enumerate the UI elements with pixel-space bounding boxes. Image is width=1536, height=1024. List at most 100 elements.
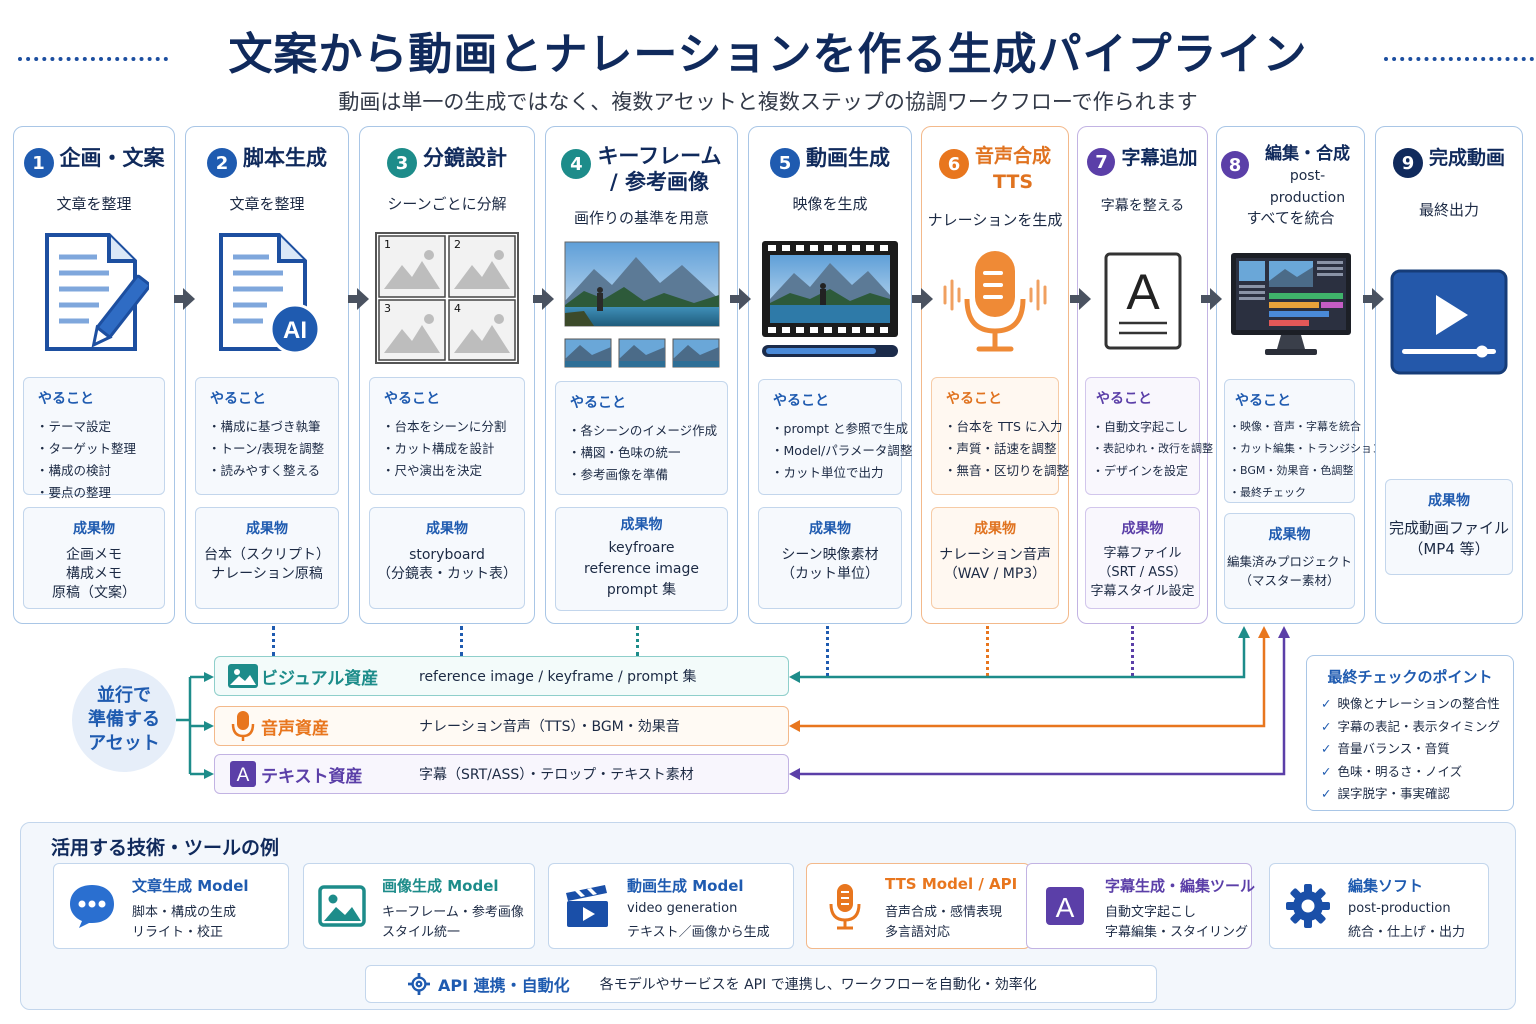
step-subtitle: 文章を整理: [229, 195, 305, 213]
step-number: 6: [938, 149, 969, 179]
tool-line: スタイル統一: [382, 925, 461, 940]
asset-desc: reference image / keyframe / prompt 集: [419, 669, 697, 685]
tool-letter: A: [1056, 892, 1075, 923]
flow-arrow: [348, 288, 369, 310]
panel-number: 2: [454, 238, 461, 251]
step-title: 動画生成: [806, 146, 890, 170]
check-icon: ✓: [1321, 741, 1332, 756]
step-title-line2: TTS: [992, 171, 1034, 193]
microphone-icon: [922, 247, 1068, 357]
gear-icon: [1282, 880, 1334, 932]
todo-heading: やること: [384, 391, 440, 407]
todo-item: 構図・色味の統一: [568, 442, 727, 464]
todo-item: 無音・区切りを調整: [944, 460, 1070, 482]
step-title: キーフレーム: [597, 144, 722, 168]
tool-card-editor: 編集ソフト post-production 統合・仕上げ・出力: [1269, 863, 1489, 949]
asset-audio: 音声資産 ナレーション音声（TTS）・BGM・効果音: [214, 706, 789, 746]
step-1: 1 企画・文案 文章を整理 やること テーマ設定 ターゲット整理 構成の検討 要…: [13, 126, 175, 624]
check-item: ✓音量バランス・音質: [1321, 741, 1450, 756]
connector-dotted: [1131, 626, 1134, 676]
microphone-icon: [225, 710, 261, 742]
todo-item: 声質・話速を調整: [944, 438, 1058, 460]
todo-item: カット構成を設計: [382, 438, 524, 460]
step-title-small: post-production: [1269, 168, 1346, 206]
step-number: 4: [561, 149, 592, 179]
todo-heading: やること: [1235, 393, 1291, 409]
tool-card-tts: TTS Model / API 音声合成・感情表現 多言語対応: [806, 863, 1030, 949]
asset-name: テキスト資産: [261, 766, 363, 787]
editing-monitor-icon: [1217, 251, 1364, 361]
todo-item: 映像・音声・字幕を統合: [1229, 416, 1361, 438]
todo-item: 表記ゆれ・改行を調整: [1092, 438, 1213, 460]
todo-item: BGM・効果音・色調整: [1229, 460, 1354, 482]
product-heading: 成果物: [809, 521, 851, 537]
connector-dotted: [460, 626, 463, 656]
tool-card-image-model: 画像生成 Model キーフレーム・参考画像 スタイル統一: [303, 863, 535, 949]
product-value: 編集済みプロジェクト （マスター素材）: [1226, 554, 1352, 588]
product-heading: 成果物: [246, 521, 288, 537]
step-7: 7 字幕追加 字幕を整える A やること 自動文字起こし 表記ゆれ・改行を調整 …: [1077, 126, 1213, 624]
step-8: 8 編集・合成 post-production すべてを統合 やること 映像・音…: [1216, 126, 1383, 624]
check-icon: ✓: [1321, 718, 1332, 734]
product-box: 成果物 完成動画ファイル （MP4 等）: [1385, 479, 1513, 575]
keyframe-image-icon: [546, 241, 737, 373]
todo-item: カット編集・トランジション: [1229, 438, 1383, 460]
final-check-title: 最終チェックのポイント: [1327, 668, 1493, 686]
tool-name: 字幕生成・編集ツール: [1105, 877, 1256, 895]
todo-item: 最終チェック: [1229, 482, 1354, 504]
ai-document-icon: AI: [186, 231, 348, 357]
product-value: 完成動画ファイル （MP4 等）: [1388, 519, 1509, 558]
product-value: 字幕ファイル （SRT / ASS） 字幕スタイル設定: [1090, 546, 1195, 599]
panel-number: 1: [384, 238, 391, 251]
flow-arrow: [730, 288, 751, 310]
tool-name: TTS Model / API: [885, 875, 1018, 893]
api-automation-bar: API 連携・自動化 各モデルやサービスを API で連携し、ワークフローを自動…: [365, 965, 1157, 1003]
tool-line: 字幕編集・スタイリング: [1105, 925, 1249, 940]
tool-line: テキスト／画像から生成: [627, 925, 770, 940]
tool-name: 編集ソフト: [1348, 877, 1424, 895]
step-subtitle: 映像を生成: [792, 195, 868, 213]
check-item: ✓字幕の表記・表示タイミング: [1321, 718, 1500, 734]
text-a-icon: A: [1039, 880, 1091, 932]
check-item: ✓色味・明るさ・ノイズ: [1321, 763, 1463, 779]
tool-name: 画像生成 Model: [382, 877, 499, 895]
microphone-icon: [819, 880, 871, 932]
gear-icon: [408, 973, 430, 995]
step-subtitle: すべてを統合: [1246, 209, 1335, 227]
todo-item: 参考画像を準備: [568, 464, 727, 486]
todo-item: 自動文字起こし: [1092, 416, 1199, 438]
tool-line: 脚本・構成の生成: [132, 905, 237, 920]
asset-desc: ナレーション音声（TTS）・BGM・効果音: [419, 719, 680, 735]
todo-item: Model/パラメータ調整: [771, 440, 913, 462]
product-heading: 成果物: [974, 521, 1016, 537]
check-icon: ✓: [1321, 786, 1332, 801]
todo-item: ターゲット整理: [36, 438, 164, 460]
todo-box: やること テーマ設定 ターゲット整理 構成の検討 要点の整理: [23, 377, 165, 500]
product-heading: 成果物: [426, 521, 468, 537]
asset-name: 音声資産: [261, 718, 329, 739]
todo-box: やること 各シーンのイメージ作成 構図・色味の統一 参考画像を準備: [555, 381, 728, 495]
check-icon: ✓: [1321, 763, 1332, 779]
connector-dotted: [636, 626, 639, 656]
step-title: 音声合成: [974, 145, 1051, 167]
api-desc: 各モデルやサービスを API で連携し、ワークフローを自動化・効率化: [599, 977, 1037, 993]
todo-heading: やること: [946, 391, 1002, 407]
film-strip-icon: [749, 239, 911, 363]
step-title: 完成動画: [1428, 147, 1505, 169]
todo-box: やること 映像・音声・字幕を統合 カット編集・トランジション BGM・効果音・色…: [1224, 379, 1383, 504]
step-title: 字幕追加: [1121, 147, 1198, 169]
tool-name: 動画生成 Model: [627, 877, 744, 895]
panel-number: 3: [384, 302, 391, 315]
todo-box: やること 台本をシーンに分割 カット構成を設計 尺や演出を決定: [369, 377, 525, 495]
product-box: 成果物 字幕ファイル （SRT / ASS） 字幕スタイル設定: [1085, 507, 1200, 609]
step-9: 9 完成動画 最終出力 成果物 完成動画ファイル （MP4 等）: [1375, 126, 1523, 624]
play-video-icon: [1376, 269, 1522, 375]
text-asset-letter: A: [237, 765, 250, 786]
todo-item: 構成の検討: [36, 460, 164, 482]
todo-heading: やること: [773, 393, 829, 409]
clapperboard-icon: [561, 880, 613, 932]
flow-arrow: [912, 288, 933, 310]
product-value: 企画メモ 構成メモ 原稿（文案）: [52, 547, 136, 601]
step-subtitle: ナレーションを生成: [927, 211, 1063, 229]
